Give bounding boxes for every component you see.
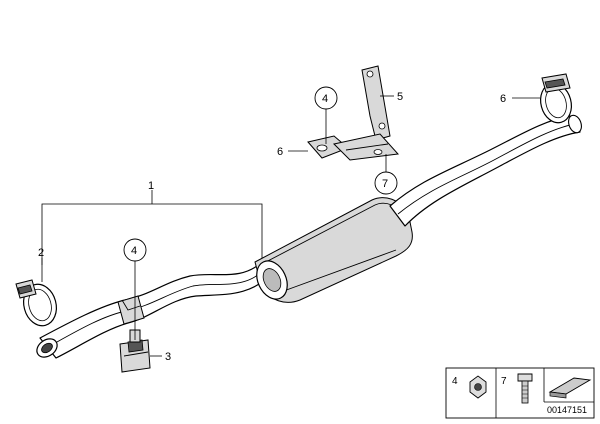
callout-7: 7 — [374, 171, 398, 195]
callout-3: 3 — [165, 351, 171, 363]
callout-2: 2 — [38, 247, 44, 259]
callout-1: 1 — [148, 180, 154, 192]
label-6-left: 6 — [277, 146, 283, 158]
center-muffler[interactable] — [251, 197, 413, 304]
leader-lines — [41, 95, 540, 357]
sealing-strip-icon — [548, 377, 592, 399]
rear-pipe[interactable] — [389, 113, 584, 227]
callout-4-top: 4 — [314, 86, 338, 110]
hanger-bracket-assembly[interactable] — [307, 65, 400, 161]
label-6-right: 6 — [500, 93, 506, 105]
callout-4-left: 4 — [123, 238, 147, 262]
pipe-clamp-left[interactable] — [15, 279, 61, 329]
label-1: 1 — [148, 180, 154, 192]
callout-6-left: 6 — [277, 146, 283, 158]
pipe-clamp-right[interactable] — [536, 73, 575, 126]
legend-label-7: 7 — [501, 376, 507, 387]
label-5: 5 — [397, 91, 403, 103]
bolt-icon — [517, 373, 533, 404]
drawing-number: 00147151 — [547, 405, 587, 415]
label-4-left: 4 — [131, 245, 137, 257]
front-pipe[interactable] — [39, 261, 276, 359]
hex-nut-icon — [469, 375, 487, 399]
legend-box: 4 7 00147151 — [445, 367, 595, 419]
callout-5: 5 — [397, 91, 403, 103]
label-3: 3 — [165, 351, 171, 363]
label-2: 2 — [38, 247, 44, 259]
label-7: 7 — [382, 178, 388, 190]
pipe-front-end — [36, 338, 58, 358]
legend-label-4: 4 — [452, 376, 458, 387]
label-4-top: 4 — [322, 93, 328, 105]
pipe-hanger-bracket[interactable] — [117, 295, 145, 325]
callout-6-right: 6 — [500, 93, 506, 105]
